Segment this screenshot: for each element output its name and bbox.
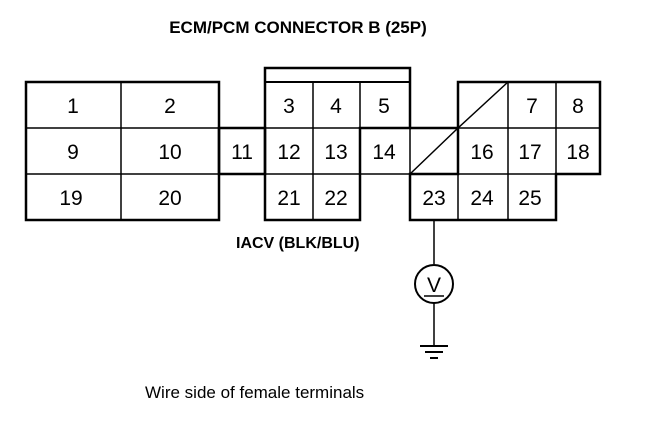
- terminal-2: 2: [164, 95, 176, 118]
- terminal-8: 8: [572, 95, 584, 118]
- empty-cavity-6: [457, 81, 509, 129]
- terminal-25: 25: [518, 187, 541, 210]
- voltmeter-symbol: V: [427, 274, 441, 297]
- caption: Wire side of female terminals: [145, 383, 364, 402]
- terminal-17: 17: [518, 141, 541, 164]
- diagram-title: ECM/PCM CONNECTOR B (25P): [169, 18, 427, 37]
- terminal-24: 24: [470, 187, 494, 210]
- terminal-3: 3: [283, 95, 295, 118]
- terminal-7: 7: [526, 95, 538, 118]
- terminal-12: 12: [277, 141, 300, 164]
- ground-icon: [420, 345, 448, 359]
- terminal-14: 14: [372, 141, 396, 164]
- terminal-9: 9: [67, 141, 79, 164]
- terminal-22: 22: [324, 187, 347, 210]
- terminal-1: 1: [67, 95, 79, 118]
- terminal-10: 10: [158, 141, 181, 164]
- terminal-numbers: 1 2 3 4 5 7 8 9 10 11 12 13 14 16 17 18 …: [59, 95, 589, 210]
- terminal-18: 18: [566, 141, 589, 164]
- terminal-11: 11: [231, 141, 253, 164]
- terminal-4: 4: [330, 95, 342, 118]
- terminal-21: 21: [277, 187, 300, 210]
- empty-cavity-15: [409, 127, 459, 175]
- terminal-16: 16: [470, 141, 493, 164]
- terminal-13: 13: [324, 141, 347, 164]
- probe-label: IACV (BLK/BLU): [236, 235, 360, 252]
- left-block: [24, 80, 221, 222]
- connector-outline: [24, 66, 602, 222]
- voltmeter-icon: V: [414, 264, 454, 304]
- terminal-23: 23: [422, 187, 445, 210]
- terminal-5: 5: [378, 95, 390, 118]
- terminal-20: 20: [158, 187, 181, 210]
- terminal-19: 19: [59, 187, 82, 210]
